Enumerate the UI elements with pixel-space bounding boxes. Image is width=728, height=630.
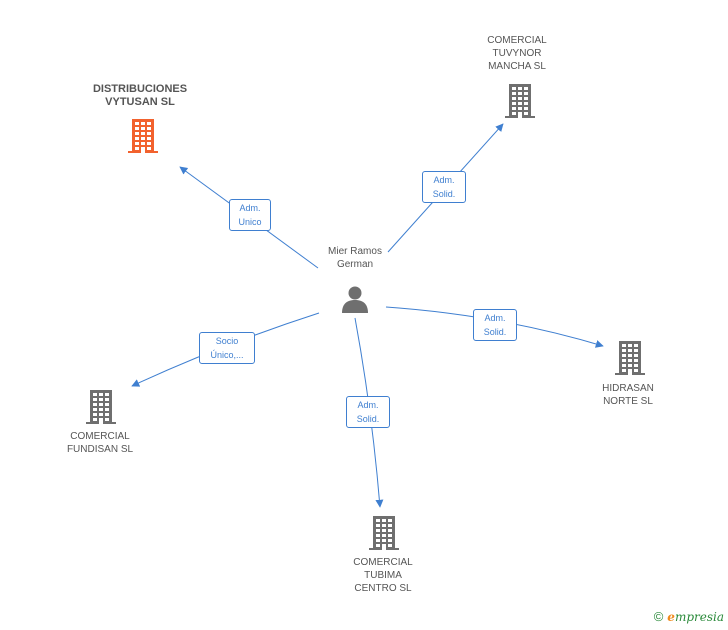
copyright-icon: ©	[653, 609, 664, 624]
company-name-distribuciones[interactable]: DISTRIBUCIONES VYTUSAN SL	[92, 83, 188, 108]
relation-label-distribuciones: Adm. Unico	[229, 199, 271, 231]
company-name-fundisan[interactable]: COMERCIAL FUNDISAN SL	[66, 431, 134, 455]
person-name: Mier Ramos German	[328, 246, 382, 270]
building-icon-tuvynor[interactable]	[503, 83, 537, 119]
company-name-tubima[interactable]: COMERCIAL TUBIMA CENTRO SL	[353, 557, 413, 594]
relation-label-tubima: Adm. Solid.	[346, 396, 390, 428]
footer-brand[interactable]: ©empresia	[654, 609, 724, 624]
building-icon-hidrasan[interactable]	[613, 340, 647, 376]
relation-label-tuvynor: Adm. Solid.	[422, 171, 466, 203]
company-name-tuvynor[interactable]: COMERCIAL TUVYNOR MANCHA SL	[487, 35, 547, 72]
building-icon-fundisan[interactable]	[84, 389, 118, 425]
building-icon-tubima[interactable]	[367, 515, 401, 551]
company-name-hidrasan[interactable]: HIDRASAN NORTE SL	[602, 383, 654, 407]
relation-label-hidrasan: Adm. Solid.	[473, 309, 517, 341]
building-icon-distribuciones[interactable]	[126, 118, 160, 154]
brand-logo: empresia	[667, 610, 724, 624]
person-icon[interactable]	[340, 284, 370, 314]
relation-label-fundisan: Socio Único,...	[199, 332, 255, 364]
